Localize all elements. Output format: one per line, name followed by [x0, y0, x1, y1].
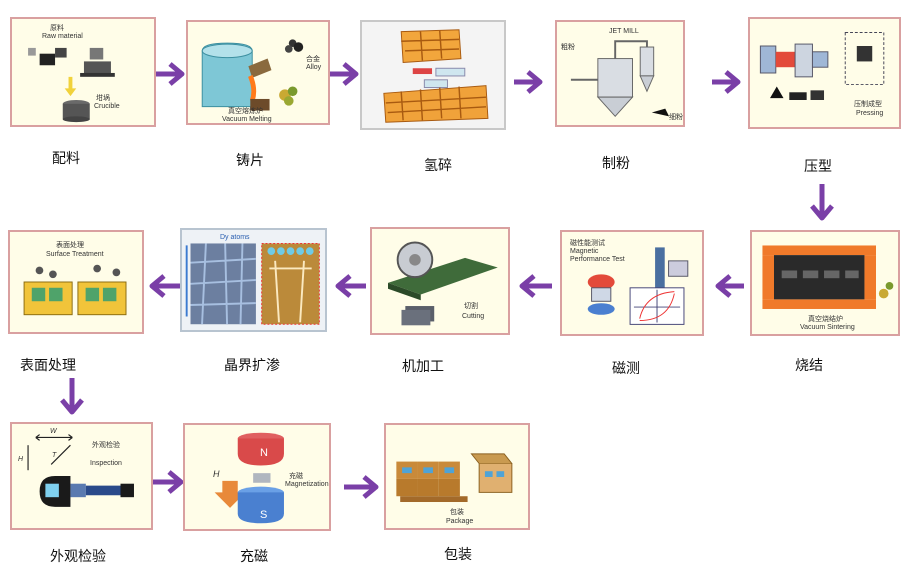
- magnetic-test-en1-label: Magnetic: [570, 248, 599, 255]
- alloy-en-label: Alloy: [306, 64, 322, 71]
- surface-treatment-illustration: [23, 264, 127, 316]
- step-sintering-caption: 烧结: [795, 358, 823, 374]
- packaging-illustration: [396, 453, 513, 503]
- field-h-label: H: [213, 469, 220, 479]
- step-surface-treatment-caption: 表面处理: [20, 358, 76, 374]
- arrow-right-4: [712, 70, 742, 94]
- arrow-down-1: [810, 184, 834, 222]
- arrow-left-1: [712, 274, 744, 298]
- package-en-label: Package: [446, 518, 474, 525]
- step-magnetization-caption: 充磁: [240, 549, 268, 565]
- pressing-illustration: [759, 32, 885, 100]
- step-magnetization-image: N S H 充磁 Magnetization: [183, 423, 331, 531]
- magnetic-test-cn-label: 磁性能测试: [570, 240, 605, 247]
- coarse-powder-label: 粗粉: [561, 44, 575, 51]
- cutting-cn-label: 切割: [464, 303, 478, 310]
- arrow-right-6: [344, 475, 380, 499]
- vacuum-melting-en-label: Vacuum Melting: [222, 116, 272, 123]
- step-hydrogen-decrepitation-image: [360, 20, 506, 130]
- crucible-en-label: Crucible: [94, 103, 120, 110]
- jet-mill-label: JET MILL: [609, 28, 639, 35]
- arrow-right-5: [153, 470, 185, 494]
- magnetization-cn-label: 充磁: [289, 473, 303, 480]
- grain-boundary-diffusion-illustration: [185, 242, 320, 325]
- pressing-cn-label: 压制成型: [854, 101, 882, 108]
- crucible-cn-label: 坩埚: [96, 95, 110, 102]
- vacuum-melting-cn-label: 真空熔炼炉: [228, 108, 263, 115]
- step-jet-milling-caption: 制粉: [602, 156, 630, 172]
- vacuum-sintering-en-label: Vacuum Sintering: [800, 324, 855, 331]
- step-surface-treatment-image: 表面处理 Surface Treatment: [8, 230, 144, 334]
- step-visual-inspection-image: W H T 外观检验 Inspection: [10, 422, 153, 530]
- step-batching-caption: 配料: [52, 151, 80, 167]
- step-pressing-image: 压制成型 Pressing: [748, 17, 901, 129]
- arrow-down-2: [60, 378, 84, 416]
- cutting-en-label: Cutting: [462, 313, 485, 320]
- dy-atoms-label: Dy atoms: [220, 234, 250, 241]
- sintering-illustration: [762, 245, 894, 309]
- surface-treatment-cn-label: 表面处理: [56, 242, 84, 249]
- arrow-right-1: [156, 62, 186, 86]
- width-label: W: [50, 428, 57, 435]
- magnetic-testing-illustration: [587, 247, 689, 325]
- surface-treatment-en-label: Surface Treatment: [46, 251, 104, 258]
- step-magnetic-testing-caption: 磁测: [612, 361, 640, 377]
- step-strip-casting-image: 合金 Alloy 真空熔炼炉 Vacuum Melting: [186, 20, 330, 125]
- fine-powder-label: 细粉: [669, 114, 683, 121]
- arrow-left-2: [516, 274, 552, 298]
- machining-illustration: [388, 241, 498, 326]
- step-visual-inspection-caption: 外观检验: [50, 549, 106, 565]
- batching-illustration: [28, 47, 115, 123]
- inspection-en-label: Inspection: [90, 460, 122, 467]
- north-pole-label: N: [260, 447, 268, 459]
- jet-milling-illustration: [570, 40, 670, 118]
- step-strip-casting-caption: 铸片: [236, 153, 264, 169]
- arrow-left-4: [146, 274, 180, 298]
- pressing-en-label: Pressing: [856, 110, 884, 117]
- step-magnetic-testing-image: 磁性能测试 Magnetic Performance Test: [560, 230, 704, 336]
- height-label: H: [18, 456, 24, 463]
- step-hydrogen-decrepitation-caption: 氢碎: [424, 158, 452, 174]
- step-jet-milling-image: JET MILL 粗粉 细粉: [555, 20, 685, 127]
- step-batching-image: 原料 Raw material 坩埚 Crucible: [10, 17, 156, 127]
- step-machining-image: 切割 Cutting: [370, 227, 510, 335]
- inspection-cn-label: 外观检验: [92, 442, 120, 449]
- raw-material-en-label: Raw material: [42, 33, 83, 40]
- step-packaging-caption: 包装: [444, 547, 472, 563]
- visual-inspection-illustration: [27, 434, 134, 507]
- strip-casting-illustration: [201, 39, 304, 111]
- vacuum-sintering-cn-label: 真空烧结炉: [808, 316, 843, 323]
- raw-material-cn-label: 原料: [50, 25, 64, 32]
- step-pressing-caption: 压型: [804, 159, 832, 175]
- hydrogen-decrepitation-illustration: [383, 29, 489, 123]
- step-sintering-image: 真空烧结炉 Vacuum Sintering: [750, 230, 900, 336]
- arrow-right-2: [330, 62, 360, 86]
- magnetization-en-label: Magnetization: [285, 481, 329, 488]
- arrow-right-3: [514, 70, 544, 94]
- thickness-label: T: [52, 452, 57, 459]
- step-machining-caption: 机加工: [402, 359, 444, 375]
- south-pole-label: S: [260, 509, 268, 521]
- package-cn-label: 包装: [450, 509, 464, 516]
- magnetic-test-en2-label: Performance Test: [570, 256, 625, 263]
- step-grain-boundary-diffusion-image: Dy atoms: [180, 228, 327, 332]
- step-grain-boundary-diffusion-caption: 晶界扩渗: [224, 358, 280, 374]
- arrow-left-3: [332, 274, 366, 298]
- step-packaging-image: 包装 Package: [384, 423, 530, 530]
- alloy-cn-label: 合金: [306, 56, 320, 63]
- magnetization-illustration: [214, 432, 284, 524]
